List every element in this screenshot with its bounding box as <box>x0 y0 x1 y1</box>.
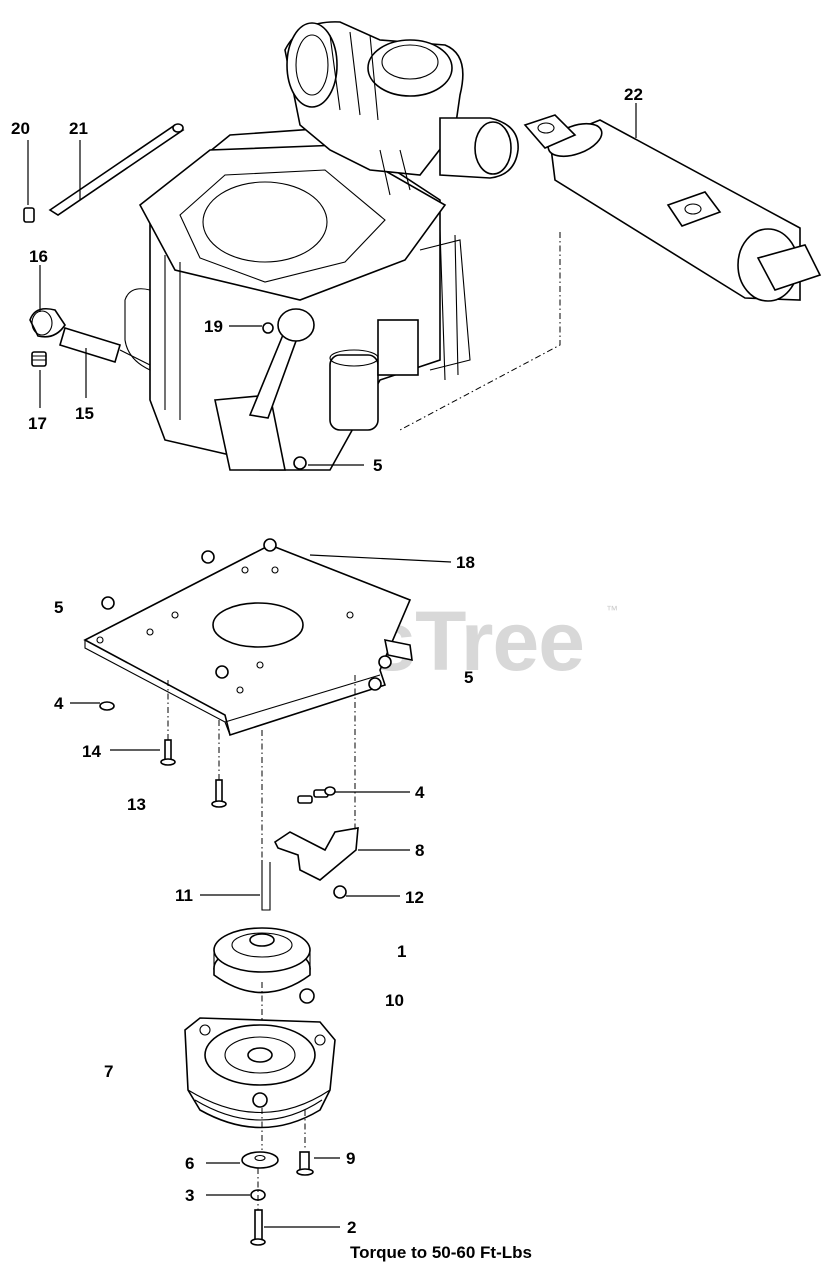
callout-18: 18 <box>456 553 475 572</box>
part-14-bolt <box>160 739 176 766</box>
part-15-tube <box>59 326 151 366</box>
callout-15: 15 <box>75 404 94 423</box>
callout-5-engine: 5 <box>373 456 382 475</box>
callout-2: 2 <box>347 1218 356 1237</box>
callout-22: 22 <box>624 85 643 104</box>
bracket-bolts <box>297 786 336 804</box>
callout-4-washer: 4 <box>54 694 64 713</box>
callout-19: 19 <box>204 317 223 336</box>
part-17-plug <box>31 351 47 367</box>
callout-1: 1 <box>397 942 406 961</box>
engine-assembly <box>124 21 519 471</box>
part-13-bolt <box>211 779 227 808</box>
part-8-bracket <box>273 827 359 881</box>
muffler <box>399 114 822 431</box>
part-2-bolt <box>250 1209 266 1246</box>
callout-14: 14 <box>82 742 101 761</box>
callout-16: 16 <box>29 247 48 266</box>
part-16-elbow <box>29 307 66 338</box>
callout-7: 7 <box>104 1062 113 1081</box>
callout-5-plate-left: 5 <box>54 598 63 617</box>
plate-nuts <box>101 538 392 691</box>
leader-lines <box>27 103 637 1228</box>
callout-4-bracket: 4 <box>415 783 425 802</box>
callout-17: 17 <box>28 414 47 433</box>
mounting-plate <box>83 544 413 737</box>
callout-11: 11 <box>175 886 193 905</box>
callout-20: 20 <box>11 119 30 138</box>
callout-10: 10 <box>385 991 404 1010</box>
callout-9: 9 <box>346 1149 355 1168</box>
callout-12: 12 <box>405 888 424 907</box>
part-20-screw <box>23 207 35 223</box>
callout-5-plate-right: 5 <box>464 668 473 687</box>
callout-3: 3 <box>185 1186 194 1205</box>
part-1-pulley <box>213 927 311 994</box>
callout-6: 6 <box>185 1154 194 1173</box>
callout-8: 8 <box>415 841 424 860</box>
part-21-rod <box>48 123 185 216</box>
part-7-clutch <box>184 1017 336 1129</box>
watermark-trademark: ™ <box>606 603 618 617</box>
callout-21: 21 <box>69 119 88 138</box>
torque-note: Torque to 50-60 Ft-Lbs <box>350 1243 532 1262</box>
callout-labels: 20 21 22 16 19 17 15 5 18 5 5 4 14 13 4 … <box>11 85 643 1237</box>
part-9-bolt <box>296 1151 314 1176</box>
callout-13: 13 <box>127 795 146 814</box>
